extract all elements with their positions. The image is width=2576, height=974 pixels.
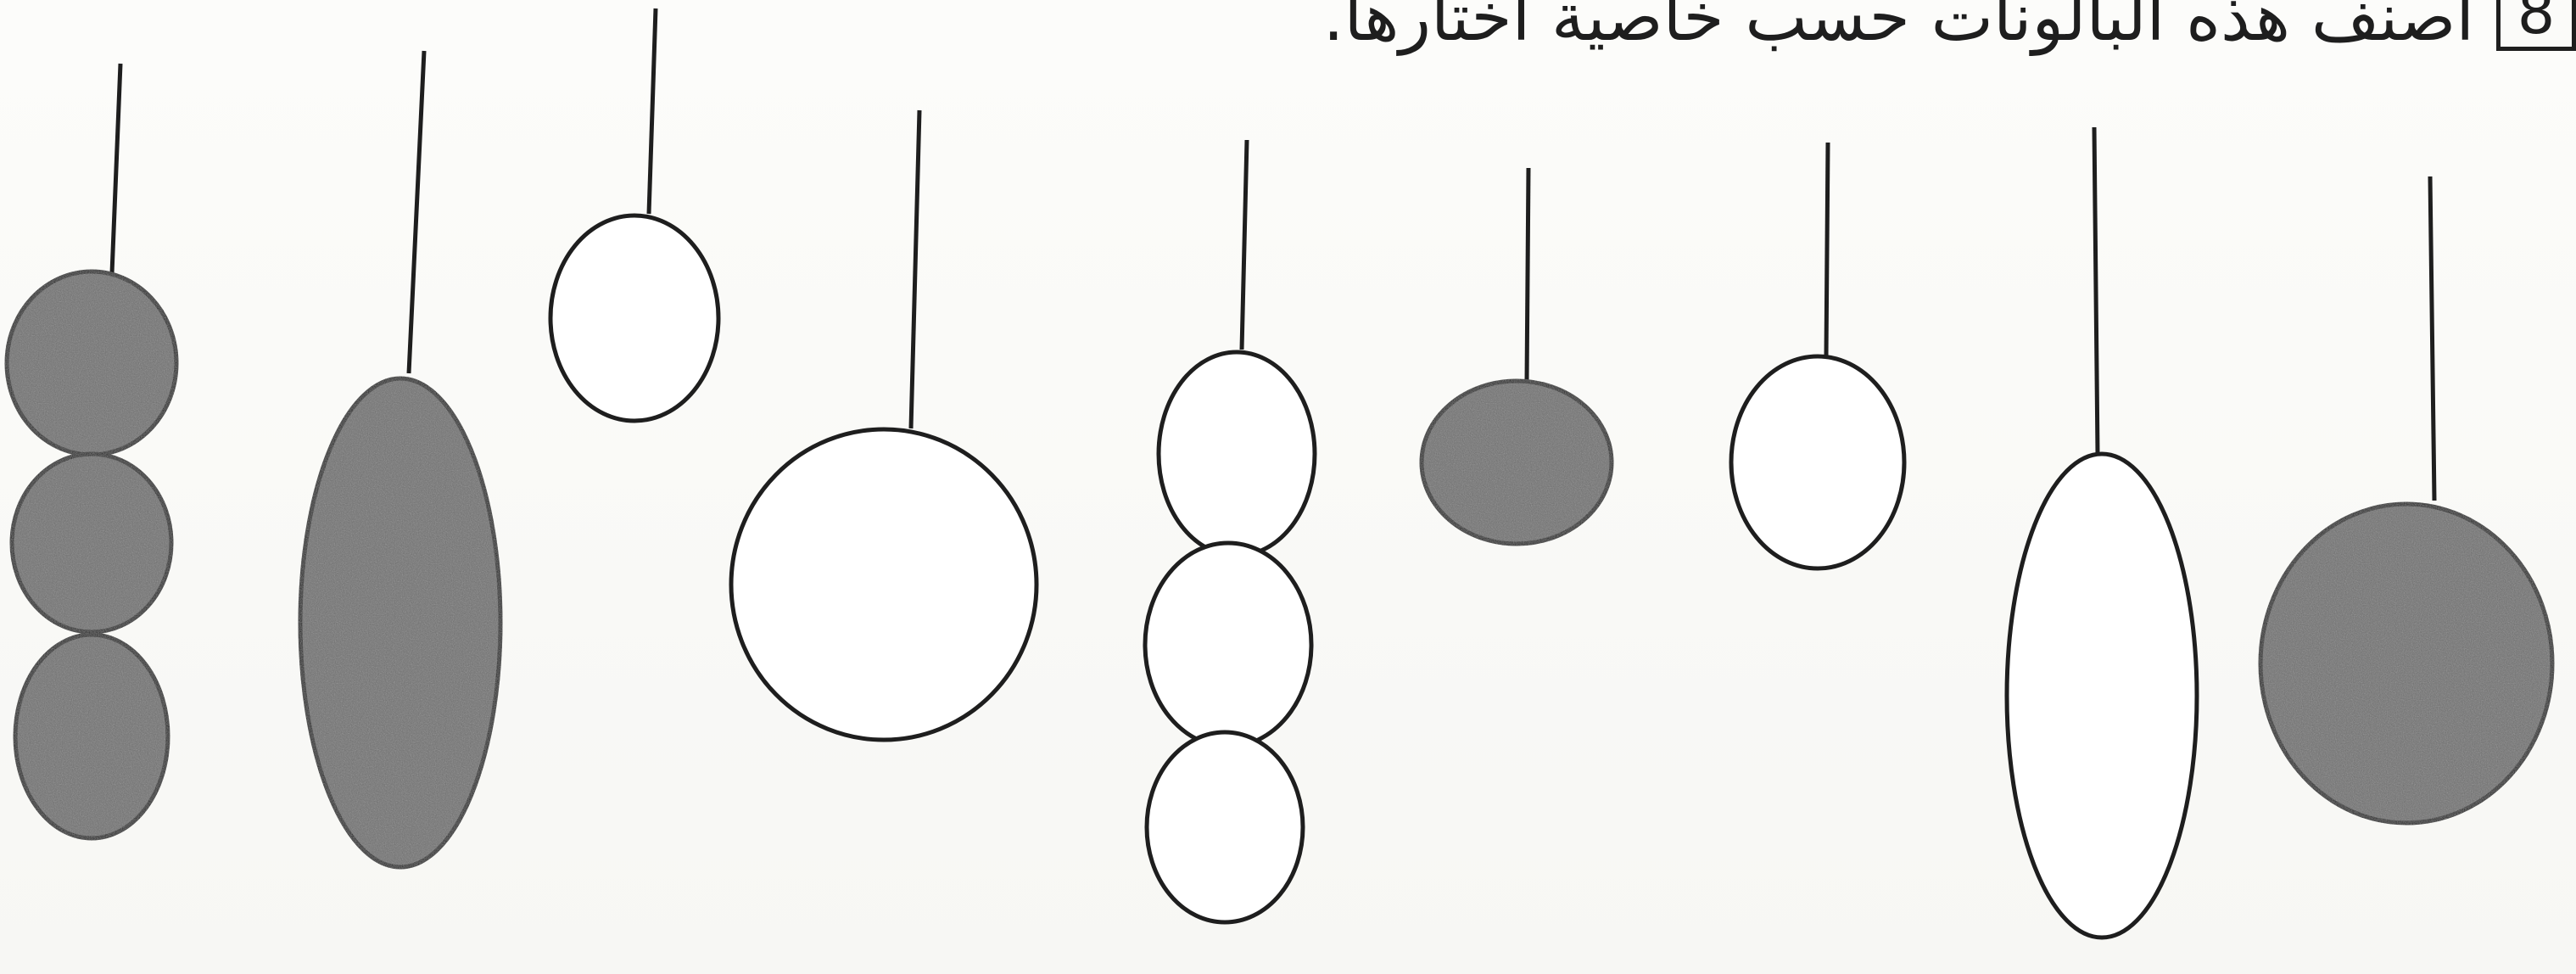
balloon-8-body [2007,454,2197,938]
balloon-5-string [1242,140,1247,350]
balloon-3 [550,8,718,421]
balloon-8 [2007,127,2197,938]
balloon-4 [731,110,1037,740]
balloon-6-string [1527,168,1528,382]
balloon-2-string [409,51,424,373]
balloon-7-body [1731,356,1904,568]
balloon-3-body [550,216,718,421]
balloon-5-body [1145,352,1315,922]
balloon-9-string [2430,176,2434,501]
balloon-8-string [2094,127,2098,454]
balloon-4-body [731,429,1037,740]
balloon-2 [300,51,500,867]
balloon-7-string [1826,143,1828,356]
balloon-2-body [300,378,500,867]
balloon-9-body [2260,504,2552,823]
balloon-1-string [112,64,120,273]
balloon-3-string [649,8,656,214]
balloon-9 [2260,176,2552,823]
balloon-5 [1145,140,1315,922]
balloon-1 [7,64,176,838]
balloon-4-string [911,110,919,428]
balloon-7 [1731,143,1904,568]
balloon-1-body [7,271,176,838]
balloon-6 [1422,168,1612,544]
balloon-6-body [1422,381,1612,544]
